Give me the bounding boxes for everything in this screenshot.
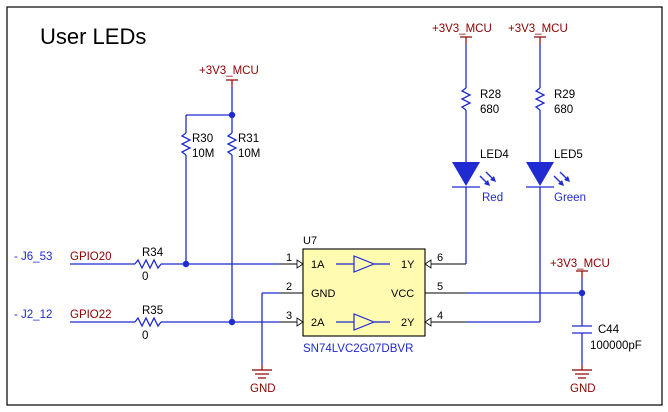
resistor-r30: R30 10M (180, 115, 214, 264)
svg-text:1A: 1A (311, 259, 325, 271)
power-symbol-r28: +3V3_MCU (432, 23, 492, 44)
svg-text:GND: GND (311, 288, 336, 300)
r30-ref: R30 (192, 133, 213, 145)
svg-text:4: 4 (437, 310, 443, 322)
svg-text:1: 1 (286, 252, 292, 264)
svg-text:100000pF: 100000pF (590, 340, 642, 352)
svg-text:+3V3_MCU: +3V3_MCU (432, 23, 492, 35)
svg-text:2Y: 2Y (401, 317, 415, 329)
resistor-r28: R28 680 (460, 44, 501, 162)
led5-color: Green (554, 192, 586, 204)
svg-text:+3V3_MCU: +3V3_MCU (550, 258, 610, 270)
net-gpio20: GPIO20 (70, 251, 112, 263)
u7-ref: U7 (303, 235, 317, 247)
sheet-title: User LEDs (40, 24, 146, 49)
svg-text:+3V3_MCU: +3V3_MCU (199, 65, 259, 77)
svg-text:R34: R34 (142, 247, 164, 259)
resistor-r29: R29 680 (534, 44, 575, 162)
net-j2-12: - J2_12 (14, 309, 52, 321)
sheet-frame (6, 6, 663, 406)
r31-ref: R31 (238, 133, 259, 145)
svg-text:3: 3 (286, 310, 292, 322)
r30-value: 10M (192, 148, 214, 160)
svg-text:GND: GND (570, 383, 596, 395)
ground-symbol: GND (250, 365, 276, 395)
led5-ref: LED5 (554, 149, 583, 161)
svg-text:R29: R29 (554, 89, 575, 101)
resistor-r35: R35 0 (134, 305, 163, 342)
svg-text:C44: C44 (598, 324, 620, 336)
led4-ref: LED4 (480, 149, 509, 161)
svg-text:+3V3_MCU: +3V3_MCU (508, 23, 568, 35)
top-power-symbol: +3V3_MCU (199, 65, 259, 87)
ic-u7: U7 1 2 3 6 5 4 1A GND 2A 1Y VCC 2Y (280, 235, 466, 355)
svg-text:0: 0 (142, 271, 148, 283)
led4-icon: LED4 Red (452, 149, 509, 204)
capacitor-c44: C44 100000pF (572, 324, 642, 352)
buffer-icon (336, 313, 390, 331)
resistor-r34: R34 0 (134, 247, 164, 283)
led4-color: Red (482, 192, 503, 204)
svg-text:R28: R28 (480, 89, 501, 101)
svg-text:GND: GND (250, 383, 276, 395)
buffer-icon (336, 255, 390, 273)
svg-text:5: 5 (437, 281, 443, 293)
svg-text:2: 2 (286, 281, 292, 293)
power-symbol-c44: +3V3_MCU (550, 258, 610, 278)
led5-icon: LED5 Green (526, 149, 586, 204)
svg-text:680: 680 (554, 104, 573, 116)
svg-text:6: 6 (437, 252, 443, 264)
svg-text:R35: R35 (142, 305, 163, 317)
net-gpio22: GPIO22 (70, 309, 112, 321)
ground-symbol: GND (570, 365, 596, 395)
power-symbol-r29: +3V3_MCU (508, 23, 568, 44)
net-j6-53: - J6_53 (14, 251, 52, 263)
junction-dot (182, 260, 190, 268)
junction-dot (228, 318, 236, 326)
svg-text:1Y: 1Y (401, 259, 415, 271)
svg-text:0: 0 (142, 330, 148, 342)
svg-text:680: 680 (480, 104, 499, 116)
resistor-r31: R31 10M (226, 115, 260, 322)
r31-value: 10M (238, 148, 260, 160)
svg-text:2A: 2A (311, 317, 325, 329)
svg-text:VCC: VCC (391, 288, 414, 300)
u7-part-number: SN74LVC2G07DBVR (303, 343, 413, 355)
